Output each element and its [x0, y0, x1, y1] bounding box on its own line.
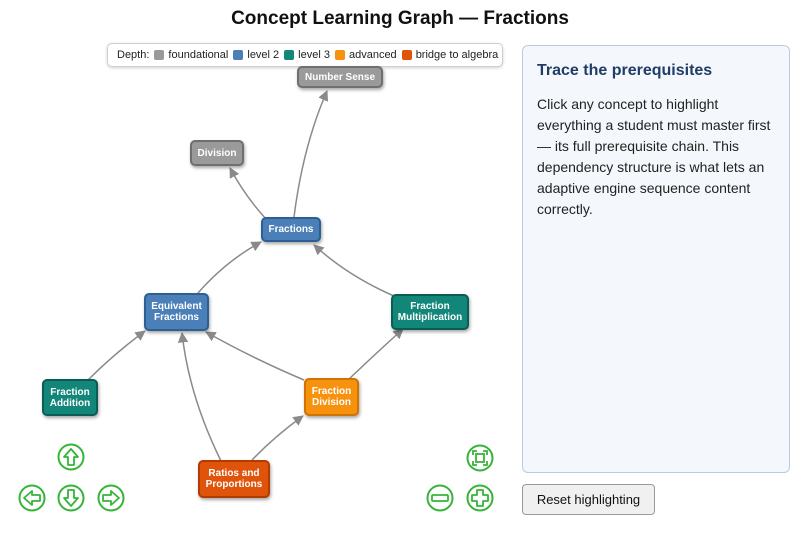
- arrow-right-icon[interactable]: [97, 484, 125, 512]
- edge-fractions-number-sense: [293, 90, 329, 218]
- legend-label: Depth:: [117, 49, 150, 61]
- legend-swatch-bridge: [401, 50, 412, 60]
- node-number-sense[interactable]: Number Sense: [297, 66, 383, 88]
- arrow-up-icon[interactable]: [57, 443, 85, 471]
- fit-icon[interactable]: [466, 444, 494, 472]
- edge-ratios-equivalent-fractions: [177, 331, 222, 462]
- legend-item-level2: level 2: [247, 49, 280, 61]
- legend-item-foundational: foundational: [168, 49, 229, 61]
- legend-item-level3: level 3: [298, 49, 330, 61]
- legend-swatch-foundational: [154, 50, 165, 60]
- edge-fraction-division-equivalent-fractions: [205, 331, 305, 381]
- edge-equivalent-fractions-fractions: [197, 241, 262, 294]
- node-division[interactable]: Division: [190, 140, 244, 166]
- node-equivalent-fractions[interactable]: Equivalent Fractions: [144, 293, 209, 331]
- info-heading: Trace the prerequisites: [537, 62, 713, 79]
- legend-swatch-advanced: [334, 50, 345, 60]
- node-fractions[interactable]: Fractions: [261, 217, 321, 242]
- page-title: Concept Learning Graph — Fractions: [231, 8, 569, 29]
- arrow-down-icon[interactable]: [57, 484, 85, 512]
- graph-canvas[interactable]: [0, 36, 510, 542]
- edge-fractions-division: [229, 167, 267, 220]
- legend-item-bridge: bridge to algebra: [415, 49, 499, 61]
- legend-swatch-level3: [284, 50, 295, 60]
- node-fraction-multiplication[interactable]: Fraction Multiplication: [391, 294, 469, 330]
- node-fraction-division[interactable]: Fraction Division: [304, 378, 359, 416]
- zoom-out-icon[interactable]: [426, 484, 454, 512]
- edge-fraction-addition-equivalent-fractions: [87, 330, 146, 381]
- depth-legend: Depth: foundational level 2 level 3 adva…: [107, 43, 503, 67]
- legend-item-advanced: advanced: [348, 49, 397, 61]
- reset-highlighting-button[interactable]: Reset highlighting: [522, 484, 655, 515]
- legend-swatch-level2: [233, 50, 244, 60]
- info-body: Click any concept to highlight everythin…: [537, 96, 771, 217]
- arrow-left-icon[interactable]: [18, 484, 46, 512]
- edge-fraction-division-fraction-multiplication: [347, 328, 404, 381]
- edge-ratios-fraction-division: [251, 415, 304, 461]
- node-fraction-addition[interactable]: Fraction Addition: [42, 379, 98, 416]
- edge-fraction-multiplication-fractions: [313, 244, 395, 297]
- zoom-in-icon[interactable]: [466, 484, 494, 512]
- edges-layer: [87, 90, 404, 462]
- info-panel: Trace the prerequisites Click any concep…: [522, 45, 790, 473]
- node-ratios-and-proportions[interactable]: Ratios and Proportions: [198, 460, 270, 498]
